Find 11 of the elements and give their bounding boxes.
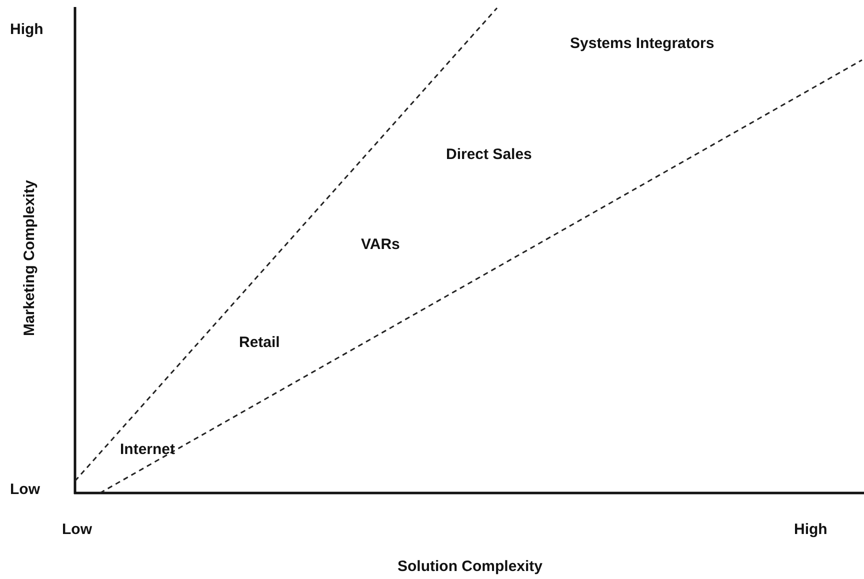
region-label: Systems Integrators xyxy=(570,35,714,53)
axis-value: High xyxy=(10,21,44,39)
axis-title: Marketing Complexity xyxy=(20,180,39,336)
region-label: Direct Sales xyxy=(446,146,532,164)
region-label: Internet xyxy=(120,441,176,459)
region-label: Retail xyxy=(239,334,280,352)
region-label: VARs xyxy=(361,236,400,254)
axis-value: Low xyxy=(10,481,40,499)
axis-value: High xyxy=(794,521,828,539)
axis-title: Solution Complexity xyxy=(398,558,543,576)
axis-value: Low xyxy=(62,521,92,539)
